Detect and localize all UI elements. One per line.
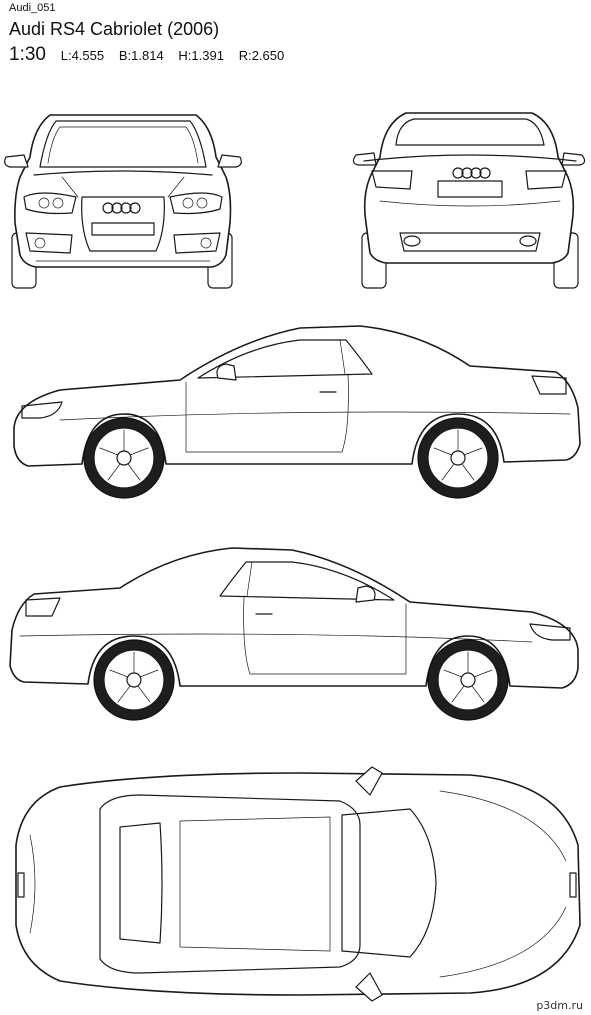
wheelbase-spec: R:2.650 bbox=[238, 48, 285, 63]
front-right-mirror bbox=[217, 154, 242, 168]
rear-plate bbox=[437, 180, 503, 198]
top-windshield bbox=[341, 808, 437, 958]
rear-left-taillight bbox=[371, 170, 413, 190]
front-left-mirror bbox=[4, 154, 29, 168]
side-left-taillight bbox=[531, 375, 567, 395]
rear-left-mirror bbox=[352, 152, 377, 166]
front-rings-logo bbox=[102, 202, 141, 214]
front-grille bbox=[81, 196, 165, 252]
side-right-mirror bbox=[355, 585, 376, 603]
scale-value: 1:30 bbox=[9, 44, 46, 65]
front-right-intake bbox=[173, 232, 221, 254]
side-view-right bbox=[9, 547, 579, 721]
top-cabin-outline bbox=[99, 794, 361, 974]
top-right-mirror bbox=[355, 972, 383, 1002]
side-right-window bbox=[219, 561, 395, 601]
rear-rings-logo bbox=[452, 167, 491, 179]
front-left-headlight bbox=[23, 192, 77, 215]
front-plate bbox=[91, 222, 155, 236]
side-left-mirror bbox=[216, 363, 237, 381]
right-exhaust bbox=[519, 235, 537, 247]
spec-line: 1:30 L:4.555 B:1.814 H:1.391 R:2.650 bbox=[9, 44, 294, 66]
left-exhaust bbox=[403, 235, 421, 247]
side-right-taillight bbox=[25, 597, 61, 617]
side-left-front-rim bbox=[93, 427, 155, 489]
width-spec: B:1.814 bbox=[118, 48, 164, 63]
rear-right-taillight bbox=[525, 170, 567, 190]
top-front-rings bbox=[569, 872, 577, 898]
front-left-intake bbox=[25, 232, 73, 254]
front-windshield bbox=[39, 120, 207, 168]
side-left-window bbox=[197, 339, 373, 379]
side-right-body-outline bbox=[9, 547, 579, 689]
front-right-headlight bbox=[169, 192, 223, 215]
rear-view bbox=[352, 112, 586, 289]
rear-window bbox=[395, 118, 545, 146]
model-code: Audi_051 bbox=[9, 2, 56, 14]
side-view-left bbox=[13, 325, 581, 499]
side-right-rear-rim bbox=[103, 649, 165, 711]
top-body-outline bbox=[15, 772, 581, 996]
top-left-mirror bbox=[355, 766, 383, 796]
side-left-rear-rim bbox=[427, 427, 489, 489]
side-left-body-outline bbox=[13, 325, 581, 467]
top-roof-opening bbox=[119, 822, 163, 944]
top-rear-rings bbox=[17, 872, 25, 898]
watermark: p3dm.ru bbox=[536, 999, 583, 1012]
side-right-headlight bbox=[529, 623, 571, 641]
side-right-front-rim bbox=[437, 649, 499, 711]
length-spec: L:4.555 bbox=[60, 48, 105, 63]
rear-diffuser bbox=[399, 232, 541, 252]
side-left-headlight bbox=[21, 401, 63, 419]
height-spec: H:1.391 bbox=[178, 48, 224, 63]
top-view bbox=[15, 766, 581, 1002]
rear-body-outline bbox=[363, 112, 575, 264]
model-title: Audi RS4 Cabriolet (2006) bbox=[9, 19, 220, 39]
rear-right-mirror bbox=[561, 152, 586, 166]
front-view bbox=[4, 114, 242, 289]
